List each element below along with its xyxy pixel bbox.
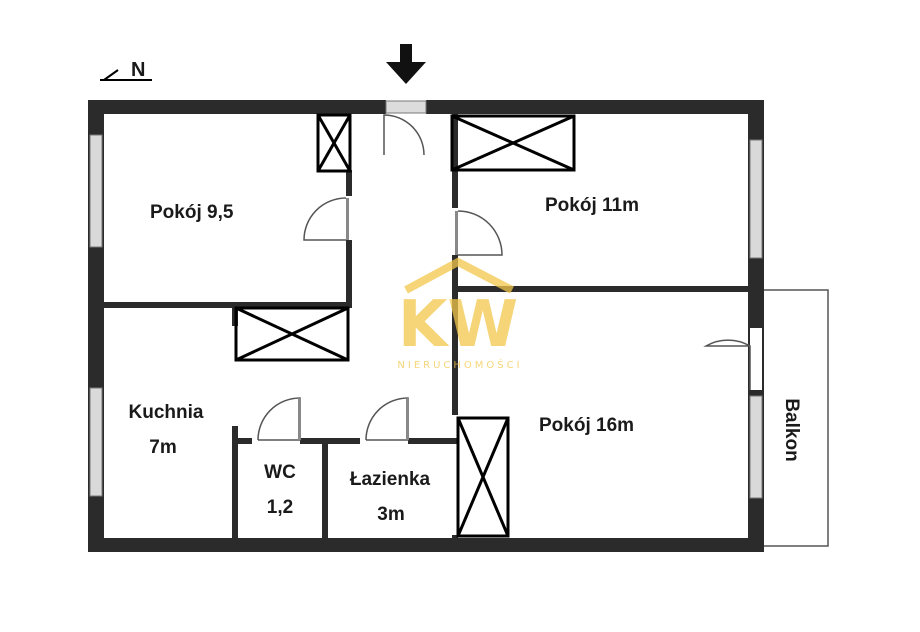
doors <box>257 114 751 441</box>
shaft-middle <box>234 306 350 362</box>
watermark-tagline: NIERUCHOMOŚCI <box>397 358 522 371</box>
room-label-pokoj-11: Pokój 11m <box>545 195 639 216</box>
room-area-wc: 1,2 <box>267 497 293 518</box>
window-left-top <box>89 134 103 248</box>
door-balcony <box>703 339 751 390</box>
entrance-arrow-icon <box>386 44 426 84</box>
north-diagonal <box>103 69 119 81</box>
room-label-kuchnia: Kuchnia <box>129 402 204 423</box>
door-kuchnia <box>257 397 301 441</box>
room-label-pokoj-16: Pokój 16m <box>539 415 634 436</box>
door-kuchnia-leaf <box>298 398 301 440</box>
shafts <box>234 113 576 538</box>
room-label-lazienka: Łazienka <box>350 469 431 490</box>
door-lazienka <box>365 397 409 441</box>
room-label-balkon: Balkon <box>781 398 802 461</box>
room-area-kuchnia: 7m <box>149 437 176 458</box>
room-label-pokoj-9: Pokój 9,5 <box>150 202 234 223</box>
entrance-opening <box>385 100 427 114</box>
interior-walls <box>102 110 750 542</box>
watermark-logo-text: KW <box>398 288 518 362</box>
shaft-top-left <box>316 113 352 173</box>
window-right-top <box>749 139 763 259</box>
door-pokoj-9 <box>303 197 347 241</box>
balcony-door-opening <box>750 328 762 390</box>
north-indicator: N <box>100 59 152 81</box>
room-label-wc: WC <box>264 462 296 483</box>
windows <box>89 100 763 499</box>
room-area-lazienka: 3m <box>377 504 404 525</box>
door-pokoj-11 <box>457 210 503 256</box>
window-right-bottom <box>749 395 763 499</box>
window-left-bottom <box>89 387 103 497</box>
shaft-bottom <box>456 416 510 538</box>
door-lazienka-leaf <box>406 398 409 440</box>
watermark-logo: KW NIERUCHOMOŚCI <box>397 257 522 371</box>
door-entrance <box>383 114 425 156</box>
door-pokoj11-leaf <box>455 211 458 255</box>
door-pokoj9-leaf <box>346 198 349 240</box>
north-label: N <box>131 59 145 81</box>
shaft-top-right <box>450 114 576 172</box>
